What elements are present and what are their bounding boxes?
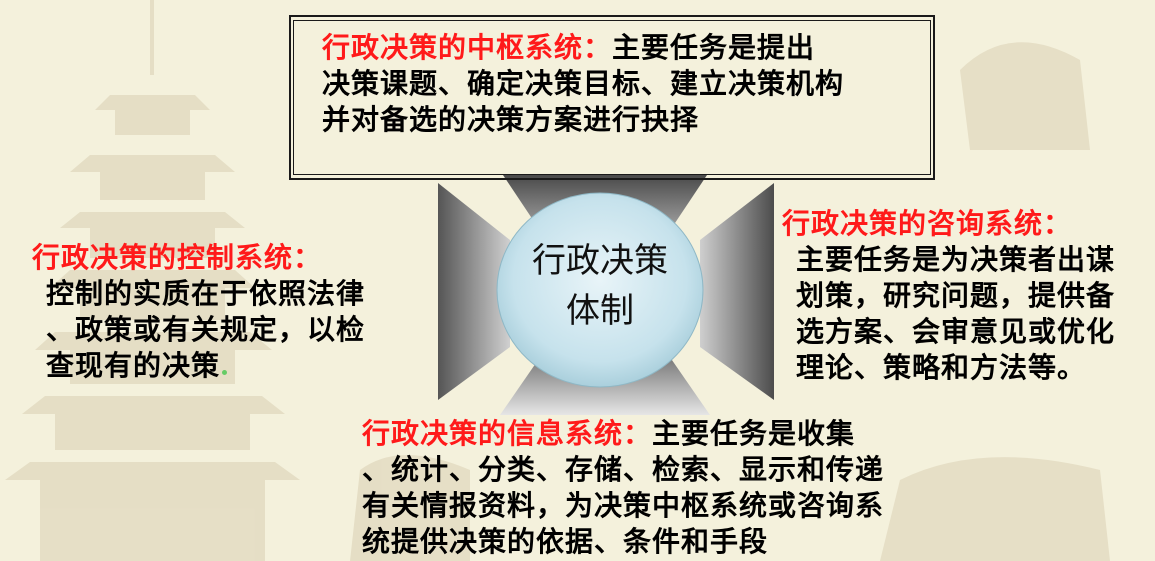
central-system-line: 主要任务是提出 [612, 31, 816, 64]
center-label-line1: 行政决策 [532, 241, 668, 281]
central-system-box-inner [293, 20, 931, 175]
advisory-system-text: 行政决策的咨询系统： 主要任务是为决策者出谋 划策，研究问题，提供备 选方案、会… [782, 206, 1115, 386]
advisory-system-heading: 行政决策的咨询系统： [782, 207, 1073, 240]
trailing-dot [222, 370, 228, 375]
center-label-line2: 体制 [566, 291, 634, 331]
information-system-line: 有关情报资料，为决策中枢系统或咨询系 [362, 489, 885, 522]
center-circle [496, 192, 704, 388]
left-connector [438, 183, 510, 400]
control-system-text: 行政决策的控制系统： 控制的实质在于依照法律 、政策或有关规定，以检 查现有的决… [32, 240, 365, 384]
information-system-text: 行政决策的信息系统：主要任务是收集 、统计、分类、存储、检索、显示和传递 有关情… [362, 416, 884, 560]
central-system-text: 行政决策的中枢系统：主要任务是提出 决策课题、确定决策目标、建立决策机构 并对备… [322, 30, 844, 138]
advisory-system-line: 主要任务是为决策者出谋 [796, 243, 1116, 276]
central-system-box [289, 15, 935, 180]
advisory-system-line: 划策，研究问题，提供备 [796, 279, 1116, 312]
central-system-line: 决策课题、确定决策目标、建立决策机构 [322, 67, 845, 100]
advisory-system-line: 理论、策略和方法等。 [796, 351, 1087, 384]
center-label: 行政决策 体制 [512, 236, 688, 336]
control-system-line: 、政策或有关规定，以检 [46, 313, 366, 346]
advisory-system-line: 选方案、会审意见或优化 [796, 315, 1116, 348]
information-system-line: 、统计、分类、存储、检索、显示和传递 [362, 453, 885, 486]
control-system-line: 控制的实质在于依照法律 [46, 277, 366, 310]
control-system-heading: 行政决策的控制系统： [32, 241, 323, 274]
control-system-line: 查现有的决策 [46, 349, 221, 382]
central-system-line: 并对备选的决策方案进行抉择 [322, 103, 700, 136]
information-system-heading: 行政决策的信息系统： [362, 417, 653, 450]
information-system-line: 统提供决策的依据、条件和手段 [362, 525, 769, 558]
right-connector [700, 183, 774, 400]
information-system-line: 主要任务是收集 [652, 417, 856, 450]
central-system-heading: 行政决策的中枢系统： [322, 31, 613, 64]
